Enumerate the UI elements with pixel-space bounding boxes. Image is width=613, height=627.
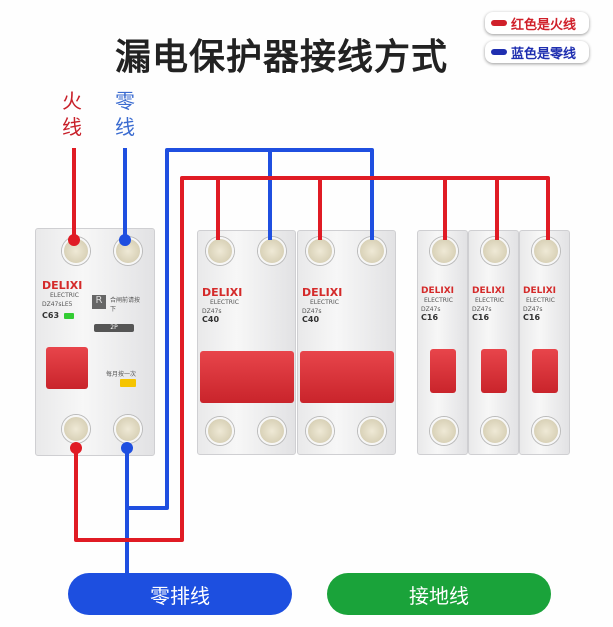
red-swatch-icon <box>491 20 507 26</box>
terminal-icon <box>532 417 560 445</box>
rating-label: C16 <box>421 313 439 322</box>
reset-icon: R <box>92 295 106 309</box>
rcd-breaker: DELIXI ELECTRIC DZ47sLE5 C63 R 合闸前请按下 2P… <box>35 228 155 456</box>
toggle-handle[interactable] <box>481 349 507 393</box>
breaker-2p-2: DELIXI ELECTRIC DZ47s C40 <box>297 230 396 455</box>
blue-swatch-icon <box>491 49 507 55</box>
brand-sub: ELECTRIC <box>424 297 453 304</box>
legend-live-label: 红色是火线 <box>511 17 577 33</box>
terminal-icon <box>430 417 458 445</box>
poles-badge: 2P <box>94 324 134 332</box>
brand-logo: DELIXI <box>421 286 454 296</box>
live-dot <box>70 442 82 454</box>
model-label: DZ47s <box>202 308 222 315</box>
brand-logo: DELIXI <box>302 286 343 299</box>
terminal-icon <box>306 417 334 445</box>
terminal-icon <box>358 417 386 445</box>
toggle-handle[interactable] <box>532 349 558 393</box>
neutral-dot <box>121 442 133 454</box>
breaker-2p-1: DELIXI ELECTRIC DZ47s C40 <box>197 230 296 455</box>
brand-sub: ELECTRIC <box>210 299 239 306</box>
brand-logo: DELIXI <box>472 286 505 296</box>
page-title: 漏电保护器接线方式 <box>115 37 449 78</box>
brand-sub: ELECTRIC <box>50 292 79 299</box>
breaker-1p-3: DELIXI ELECTRIC DZ47s C16 <box>519 230 570 455</box>
status-indicator <box>64 313 74 319</box>
test-note: 每月按一次 <box>106 371 137 378</box>
rating-label: C16 <box>472 313 490 322</box>
model-label: DZ47s <box>302 308 322 315</box>
toggle-handle[interactable] <box>200 351 294 403</box>
brand-logo: DELIXI <box>202 286 243 299</box>
model-label: DZ47s <box>523 306 543 313</box>
model-label: DZ47s <box>421 306 441 313</box>
rating-label: C40 <box>302 315 320 324</box>
neutral-wire-label: 零线 <box>115 89 135 139</box>
live-dot <box>68 234 80 246</box>
model-label: DZ47sLE5 <box>42 301 73 308</box>
live-feed-wire <box>74 176 550 542</box>
neutral-bar: 零排线 <box>68 573 292 615</box>
neutral-dot <box>119 234 131 246</box>
rating-label: C63 <box>42 311 60 320</box>
rcd-toggle-handle[interactable] <box>46 347 88 389</box>
terminal-icon <box>258 417 286 445</box>
rcd-note: 合闸前请按下 <box>110 297 141 313</box>
legend-neutral-label: 蓝色是零线 <box>511 46 577 62</box>
rating-label: C16 <box>523 313 541 322</box>
terminal-icon <box>532 237 560 265</box>
terminal-icon <box>206 417 234 445</box>
breaker-1p-1: DELIXI ELECTRIC DZ47s C16 <box>417 230 468 455</box>
terminal-icon <box>358 237 386 265</box>
brand-sub: ELECTRIC <box>310 299 339 306</box>
brand-logo: DELIXI <box>42 279 83 292</box>
legend-live: 红色是火线 <box>485 12 589 34</box>
live-wire-label: 火线 <box>62 89 82 139</box>
rating-label: C40 <box>202 315 220 324</box>
breaker-1p-2: DELIXI ELECTRIC DZ47s C16 <box>468 230 519 455</box>
legend-neutral: 蓝色是零线 <box>485 41 589 63</box>
brand-sub: ELECTRIC <box>526 297 555 304</box>
brand-sub: ELECTRIC <box>475 297 504 304</box>
model-label: DZ47s <box>472 306 492 313</box>
rcd-terminal-neutral-out <box>114 415 142 443</box>
test-button[interactable] <box>120 379 136 387</box>
brand-logo: DELIXI <box>523 286 556 296</box>
toggle-handle[interactable] <box>300 351 394 403</box>
terminal-icon <box>481 417 509 445</box>
neutral-feed-wire <box>125 148 374 573</box>
ground-bar: 接地线 <box>327 573 551 615</box>
toggle-handle[interactable] <box>430 349 456 393</box>
